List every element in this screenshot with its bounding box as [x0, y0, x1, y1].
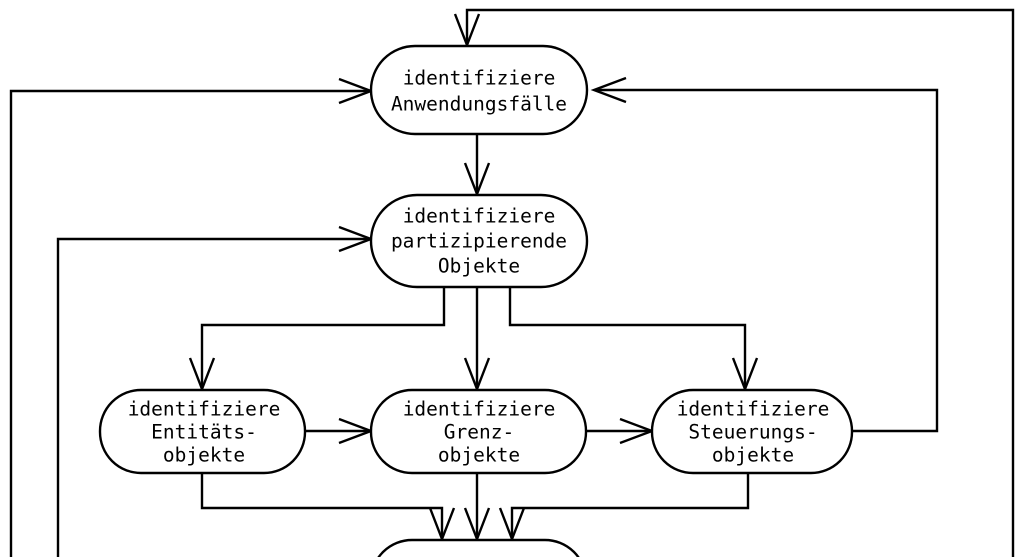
edge-entitaets-to-grenz: [305, 417, 375, 445]
edge-partizipierende-to-entitaets: [188, 287, 446, 393]
node-entitaetsobjekte[interactable]: identifiziere Entitäts- objekte: [98, 388, 307, 475]
node-entitaetsobjekte-line2: Entitäts-: [151, 421, 257, 444]
node-partizipierende-objekte-line2: partizipierende: [391, 230, 567, 253]
node-bottom-partial-shape: [377, 538, 580, 557]
node-anwendungsfaelle-shape: [369, 44, 589, 136]
node-partizipierende-objekte[interactable]: identifiziere partizipierende Objekte: [369, 193, 589, 289]
node-grenzobjekte-line2: Grenz-: [444, 421, 514, 444]
node-entitaetsobjekte-line1: identifiziere: [128, 398, 281, 421]
node-grenzobjekte[interactable]: identifiziere Grenz- objekte: [369, 388, 588, 475]
node-grenzobjekte-shape: [369, 388, 588, 475]
node-partizipierende-objekte-line3: Objekte: [438, 255, 520, 278]
node-partizipierende-objekte-shape: [369, 193, 589, 289]
edge-right-loop-to-anwendungsfaelle: [590, 76, 939, 433]
node-entitaetsobjekte-line3: objekte: [163, 444, 245, 467]
node-steuerungsobjekte-line1: identifiziere: [677, 398, 830, 421]
node-steuerungsobjekte[interactable]: identifiziere Steuerungs- objekte: [650, 388, 854, 475]
edge-grenz-to-steuerungs: [586, 417, 656, 445]
node-bottom-partial[interactable]: [371, 538, 586, 557]
edge-steuerungs-to-bottom: [498, 473, 750, 543]
edge-partizipierende-to-steuerungs: [508, 287, 759, 393]
edge-entitaets-to-bottom: [200, 473, 456, 543]
edge-left-rail-to-anwendungsfaelle: [9, 77, 375, 557]
edge-anwendungsfaelle-to-partizipierende: [463, 134, 491, 198]
node-anwendungsfaelle-line2: Anwendungsfälle: [391, 93, 567, 116]
node-anwendungsfaelle-line1: identifiziere: [403, 67, 556, 90]
edge-partizipierende-to-grenz: [463, 287, 491, 393]
node-anwendungsfaelle[interactable]: identifiziere Anwendungsfälle: [369, 44, 589, 136]
node-partizipierende-objekte-line1: identifiziere: [403, 205, 556, 228]
node-steuerungsobjekte-shape: [650, 388, 854, 475]
node-entitaetsobjekte-shape: [98, 388, 307, 475]
node-steuerungsobjekte-line2: Steuerungs-: [688, 421, 817, 444]
edge-grenz-to-bottom: [463, 473, 491, 543]
node-steuerungsobjekte-line3: objekte: [712, 444, 794, 467]
node-grenzobjekte-line3: objekte: [438, 444, 520, 467]
node-grenzobjekte-line1: identifiziere: [403, 398, 556, 421]
